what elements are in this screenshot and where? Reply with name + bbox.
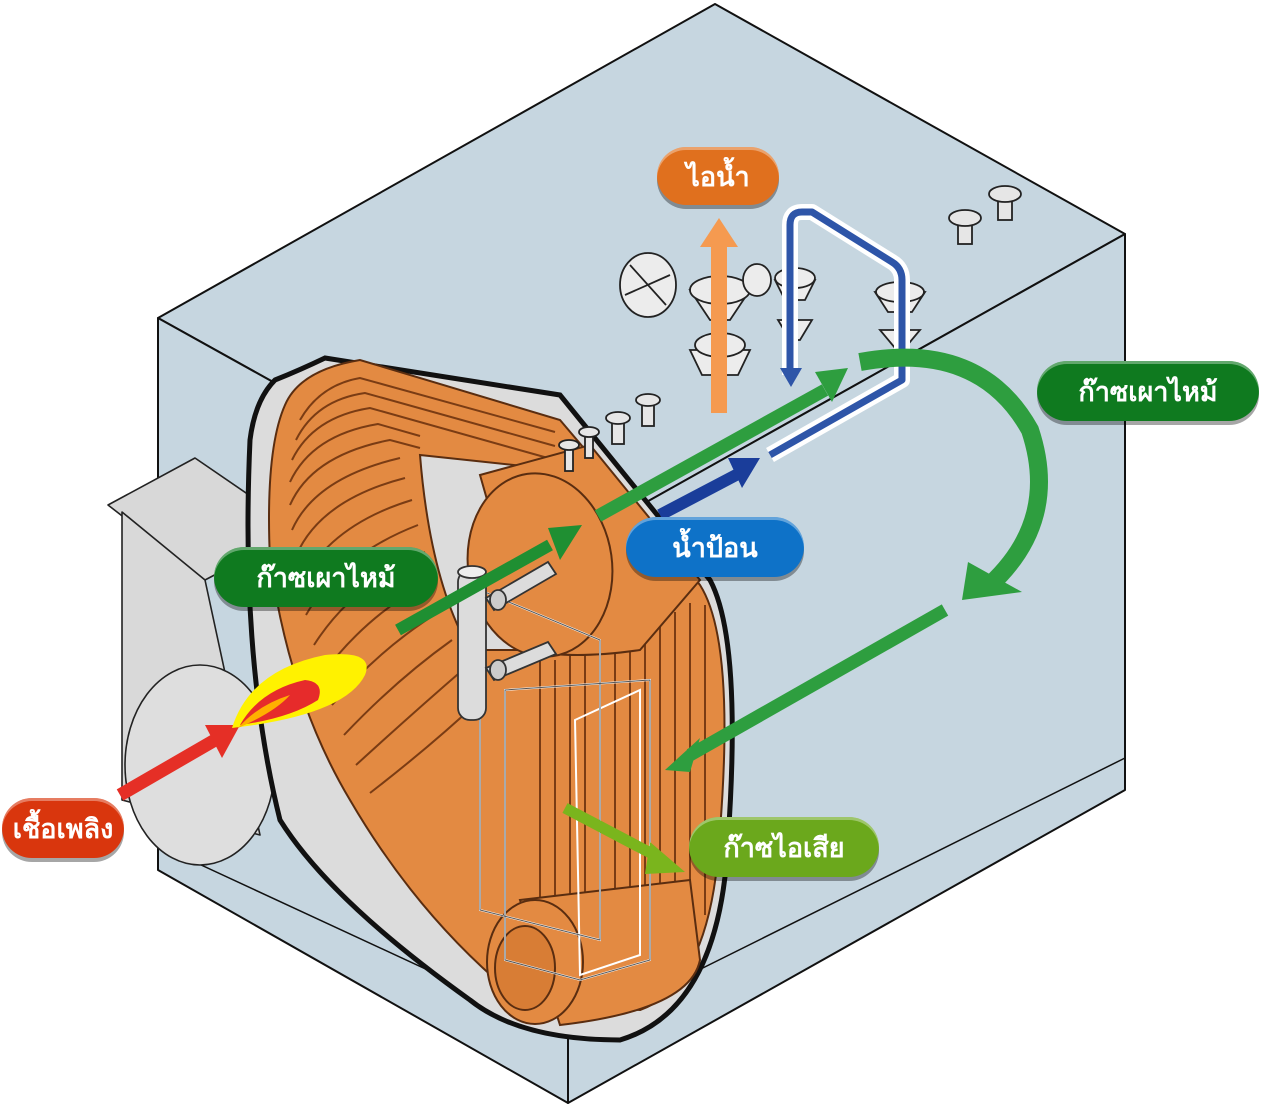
- feed-water-down-arrowhead: [780, 368, 802, 387]
- feed-water-arrow-head: [728, 458, 760, 488]
- exhaust-arrow-shaft: [562, 803, 663, 863]
- gas-arrow-1-shaft: [395, 539, 553, 636]
- downcomer-frames-outline: [479, 589, 651, 981]
- gas-arrow-3-shaft: [686, 604, 949, 761]
- gas-arrow-2-shaft: [594, 384, 829, 522]
- mud-drum-end-inner: [494, 925, 556, 1011]
- combustion-gas-label-left: ก๊าซเผาไหม้: [214, 547, 438, 607]
- steam-drum: [466, 443, 702, 658]
- gas-arrow-curve: [858, 348, 1048, 592]
- exhaust-arrow-head: [645, 842, 685, 874]
- steam-fittings: [619, 252, 927, 376]
- gas-arrow-3-head: [665, 738, 700, 772]
- flame-mid: [238, 695, 290, 728]
- exhaust-gas-label: ก๊าซไอเสีย: [689, 817, 879, 877]
- flow-arrows: [116, 218, 1048, 874]
- header-pipe: [457, 560, 558, 721]
- mud-drum: [486, 878, 702, 1027]
- valves: [558, 185, 1022, 472]
- feed-water-label: น้ำป้อน: [626, 517, 804, 577]
- feed-water-pipe: [766, 204, 910, 462]
- fuel-label: เชื้อเพลิง: [2, 798, 124, 858]
- fuel-arrow-head: [205, 725, 240, 758]
- gas-arrow-2-head: [815, 368, 848, 402]
- gas-arrow-1-head: [548, 525, 582, 560]
- feed-water-arrow-shaft: [657, 468, 741, 521]
- gas-arrow-curve-head: [962, 562, 1022, 600]
- fuel-arrow-shaft: [116, 734, 219, 801]
- steam-arrow-head: [700, 218, 738, 247]
- combustion-gas-label-right: ก๊าซเผาไหม้: [1037, 361, 1259, 421]
- steam-label: ไอน้ำ: [657, 147, 779, 205]
- steam-arrow-shaft: [711, 245, 727, 413]
